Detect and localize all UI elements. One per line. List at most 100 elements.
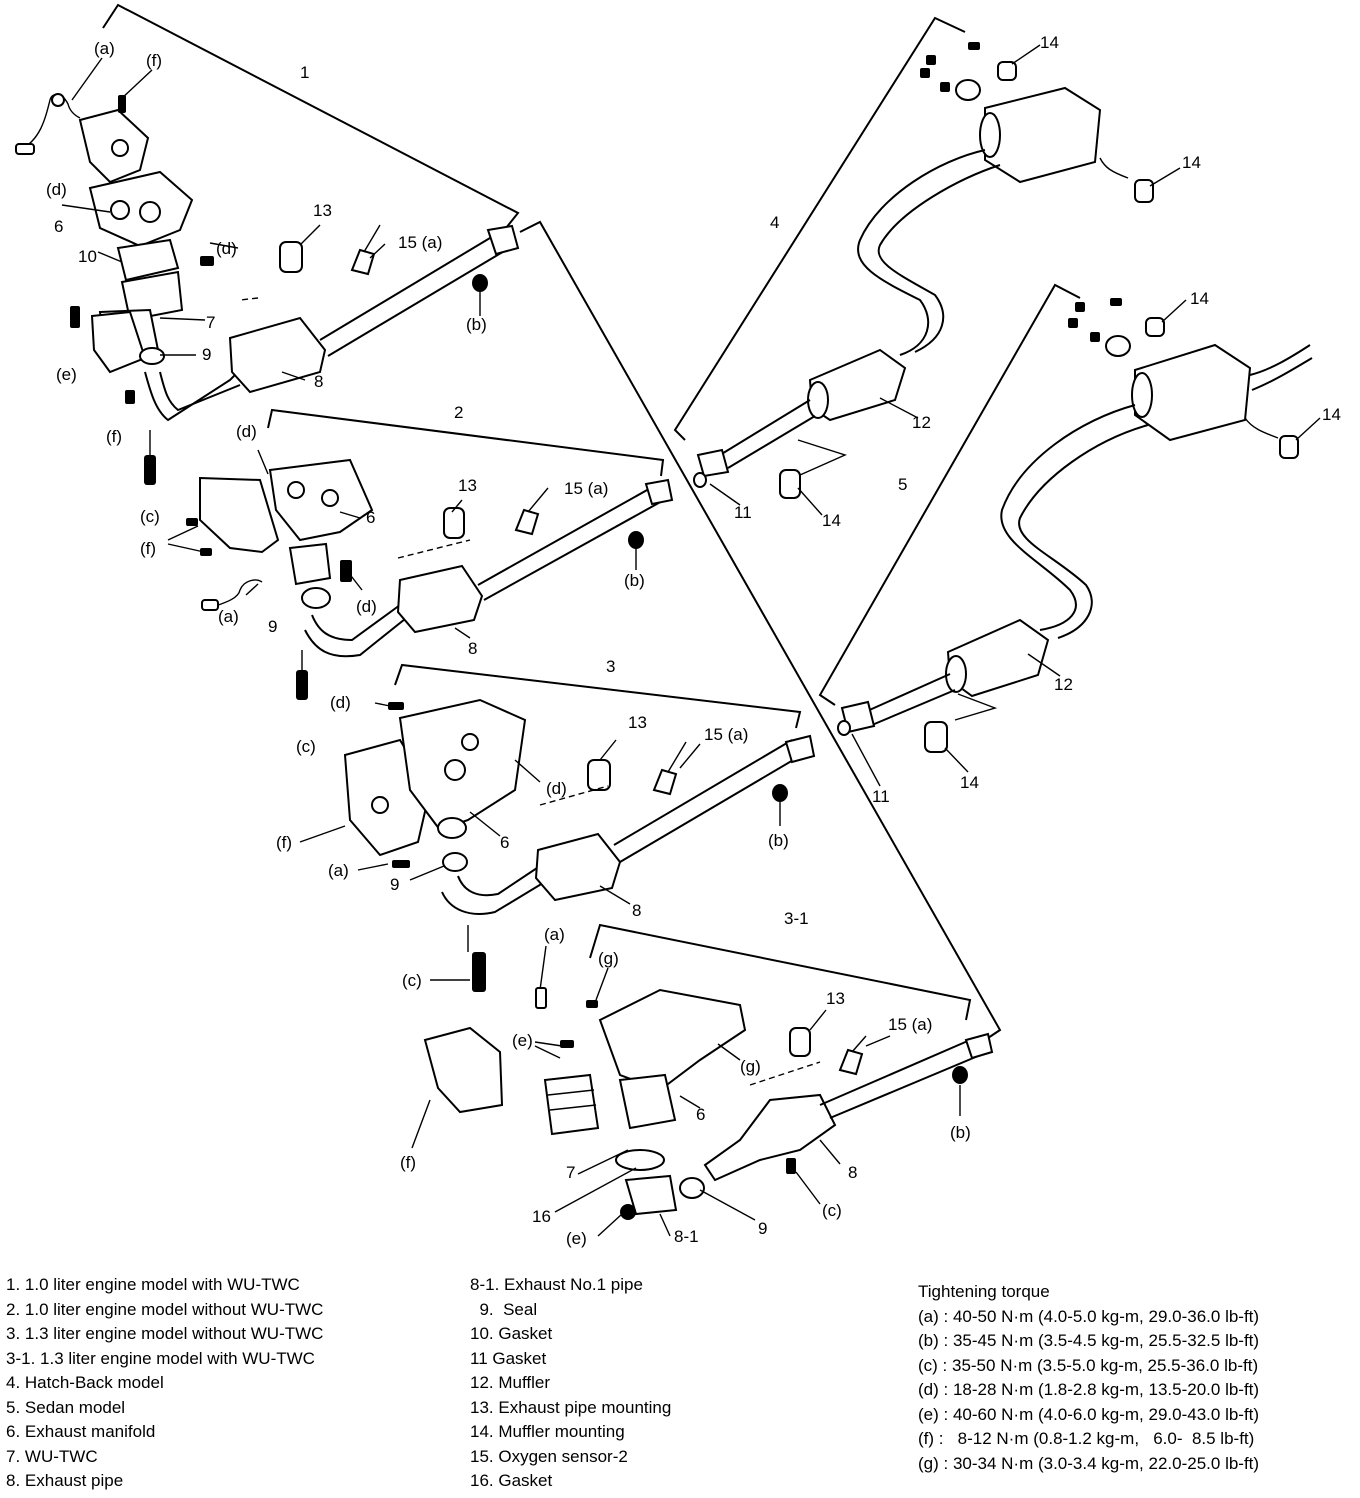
label-b: (b) <box>768 831 789 850</box>
torque-item: (c) : 35-50 N·m (3.5-5.0 kg-m, 25.5-36.0… <box>918 1355 1259 1375</box>
label-15a: 15 (a) <box>704 725 748 744</box>
label-14: 14 <box>960 773 979 792</box>
legend-item: 13. Exhaust pipe mounting <box>470 1397 672 1417</box>
label-2: 2 <box>454 403 463 422</box>
legend-parts-left: 1. 1.0 liter engine model with WU-TWC 2.… <box>6 1273 323 1494</box>
legend-item: 8-1. Exhaust No.1 pipe <box>470 1275 643 1294</box>
legend-item: 10. Gasket <box>470 1324 553 1343</box>
label-e: (e) <box>56 365 77 384</box>
label-e: (e) <box>566 1229 587 1248</box>
legend-item: 8. Exhaust pipe <box>6 1471 124 1490</box>
label-14: 14 <box>1322 405 1341 424</box>
assembly-5 <box>837 298 1321 787</box>
label-7: 7 <box>206 313 215 332</box>
label-d: (d) <box>546 779 567 798</box>
label-7: 7 <box>566 1163 575 1182</box>
label-d: (d) <box>356 597 377 616</box>
legend-item: 5. Sedan model <box>6 1397 126 1417</box>
label-6: 6 <box>54 217 63 236</box>
label-c: (c) <box>140 507 160 526</box>
label-3-1: 3-1 <box>784 909 809 928</box>
label-8: 8 <box>632 901 641 920</box>
label-6: 6 <box>366 508 375 527</box>
assembly-4 <box>693 42 1181 516</box>
label-g: (g) <box>598 949 619 968</box>
legend-item: 1. 1.0 liter engine model with WU-TWC <box>6 1275 300 1294</box>
label-8: 8 <box>314 372 323 391</box>
label-d: (d) <box>236 422 257 441</box>
label-f: (f) <box>276 833 292 852</box>
label-13: 13 <box>313 201 332 220</box>
torque-title: Tightening torque <box>918 1282 1050 1301</box>
label-14: 14 <box>1040 33 1059 52</box>
exhaust-system-exploded-diagram: (a) (f) 1 (d) 6 10 (d) 13 15 (a) 7 (b) (… <box>15 3 1341 1248</box>
label-3: 3 <box>606 657 615 676</box>
label-5: 5 <box>898 475 907 494</box>
torque-item: (b) : 35-45 N·m (3.5-4.5 kg-m, 25.5-32.5… <box>918 1331 1260 1350</box>
torque-item: (e) : 40-60 N·m (4.0-6.0 kg-m, 29.0-43.0… <box>918 1404 1260 1424</box>
label-b: (b) <box>624 571 645 590</box>
legend-item: 2. 1.0 liter engine model without WU-TWC <box>6 1299 324 1319</box>
legend-item: 3. 1.3 liter engine model without WU-TWC <box>6 1324 324 1343</box>
label-c: (c) <box>402 971 422 990</box>
label-12: 12 <box>1054 675 1073 694</box>
legend-item: 11 Gasket <box>470 1348 547 1368</box>
legend-item: 6. Exhaust manifold <box>6 1422 156 1441</box>
label-a: (a) <box>218 607 239 626</box>
torque-item: (f) : 8-12 N·m (0.8-1.2 kg-m, 6.0- 8.5 l… <box>918 1429 1255 1448</box>
group-brackets <box>102 3 1081 1041</box>
label-9: 9 <box>390 875 399 894</box>
label-6: 6 <box>696 1105 705 1124</box>
label-13: 13 <box>826 989 845 1008</box>
legend-item: 9. Seal <box>470 1299 538 1319</box>
legend-item: 15. Oxygen sensor-2 <box>470 1446 628 1466</box>
legend-item: 7. WU-TWC <box>6 1446 98 1466</box>
label-4: 4 <box>770 213 779 232</box>
label-c: (c) <box>822 1201 842 1220</box>
label-f: (f) <box>106 427 122 446</box>
label-9: 9 <box>268 617 277 636</box>
label-9: 9 <box>758 1219 767 1238</box>
label-13: 13 <box>628 713 647 732</box>
label-11: 11 <box>734 503 752 522</box>
label-f: (f) <box>140 539 156 558</box>
label-a: (a) <box>544 925 565 944</box>
label-g: (g) <box>740 1057 761 1076</box>
label-d: (d) <box>330 693 351 712</box>
label-10: 10 <box>78 247 97 266</box>
label-f: (f) <box>400 1153 416 1172</box>
label-c: (c) <box>296 737 316 756</box>
label-13: 13 <box>458 476 477 495</box>
assembly-3-1 <box>411 945 994 1237</box>
label-15a: 15 (a) <box>888 1015 932 1034</box>
label-b: (b) <box>950 1123 971 1142</box>
label-14: 14 <box>822 511 841 530</box>
legend-item: 3-1. 1.3 liter engine model with WU-TWC <box>6 1348 315 1368</box>
torque-item: (a) : 40-50 N·m (4.0-5.0 kg-m, 29.0-36.0… <box>918 1306 1260 1326</box>
label-8: 8 <box>468 639 477 658</box>
label-1: 1 <box>300 63 309 82</box>
label-15a: 15 (a) <box>564 479 608 498</box>
torque-specifications: Tightening torque (a) : 40-50 N·m (4.0-5… <box>918 1280 1259 1476</box>
assembly-3 <box>299 698 816 992</box>
legend-item: 4. Hatch-Back model <box>6 1373 164 1392</box>
label-15a: 15 (a) <box>398 233 442 252</box>
legend-item: 16. Gasket <box>470 1471 553 1490</box>
callout-labels: (a) (f) 1 (d) 6 10 (d) 13 15 (a) 7 (b) (… <box>46 33 1341 1248</box>
torque-item: (g) : 30-34 N·m (3.0-3.4 kg-m, 22.0-25.0… <box>918 1453 1260 1473</box>
label-e: (e) <box>512 1031 533 1050</box>
label-12: 12 <box>912 413 931 432</box>
label-b: (b) <box>466 315 487 334</box>
label-a: (a) <box>94 39 115 58</box>
legend-parts-middle: 8-1. Exhaust No.1 pipe 9. Seal 10. Gaske… <box>470 1273 671 1494</box>
label-a: (a) <box>328 861 349 880</box>
legend-item: 14. Muffler mounting <box>470 1422 625 1441</box>
legend-item: 12. Muffler <box>470 1373 551 1392</box>
assembly-1 <box>15 57 520 485</box>
label-8: 8 <box>848 1163 857 1182</box>
label-11: 11 <box>872 787 890 806</box>
label-9: 9 <box>202 345 211 364</box>
label-14: 14 <box>1182 153 1201 172</box>
label-6: 6 <box>500 833 509 852</box>
label-14: 14 <box>1190 289 1209 308</box>
